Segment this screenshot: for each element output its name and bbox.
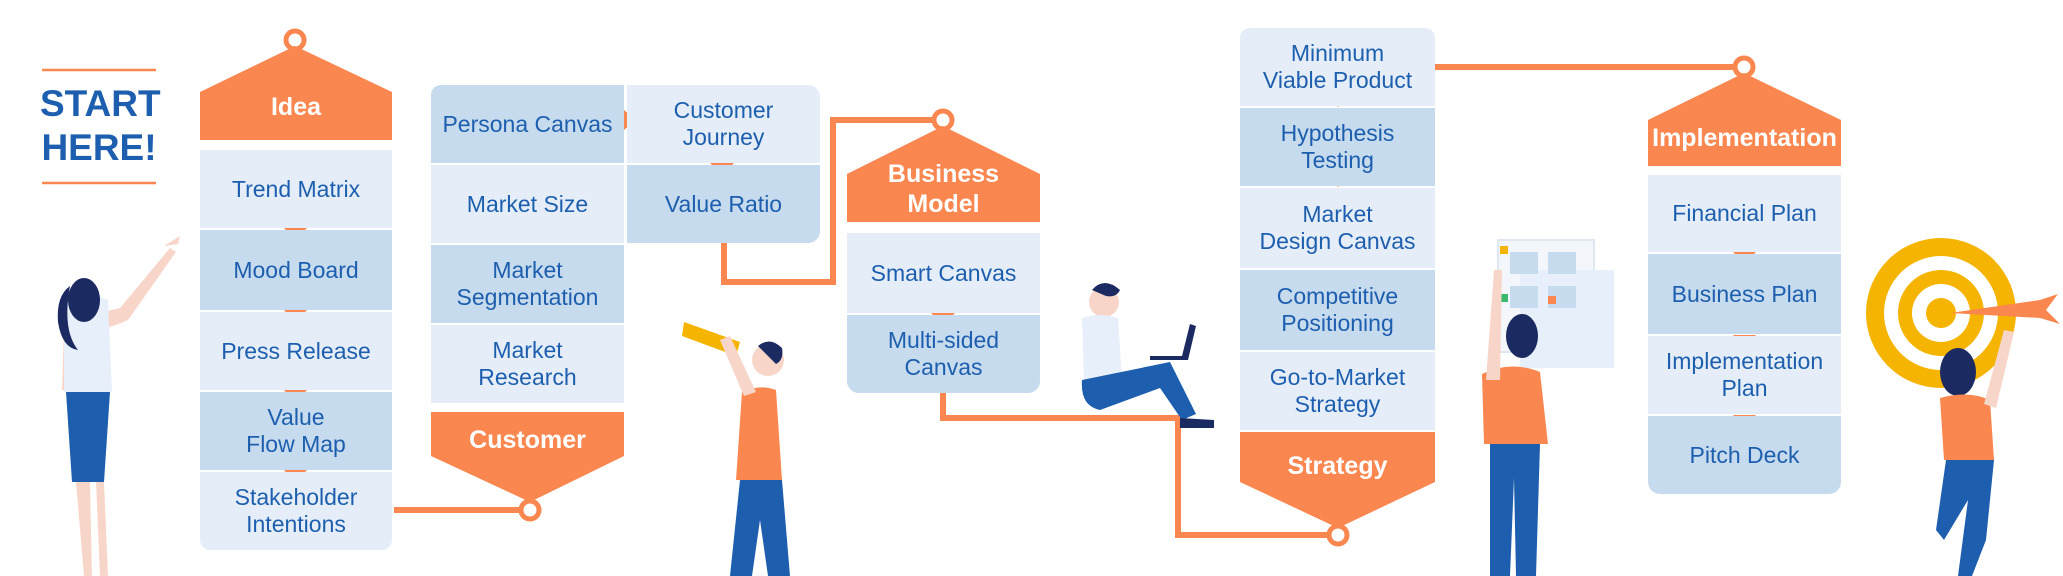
- strategy-item-hypothesis-testing: Hypothesis Testing: [1240, 108, 1435, 186]
- customer-header-shape: [431, 412, 624, 502]
- customer-header: Customer: [469, 426, 586, 454]
- laptop-person-illustration: [1081, 283, 1214, 428]
- man-telescope-illustration: [682, 322, 790, 576]
- strategy-item-go-to-market: Go-to-Market Strategy: [1240, 352, 1435, 430]
- implementation-item-business-plan: Business Plan: [1648, 254, 1841, 334]
- business-item-multi-sided-canvas: Multi-sided Canvas: [847, 315, 1040, 393]
- customer-item-market-size: Market Size: [431, 165, 624, 243]
- connector-business-strategy: [940, 392, 1338, 538]
- implementation-item-financial-plan: Financial Plan: [1648, 175, 1841, 252]
- implementation-item-pitch-deck: Pitch Deck: [1648, 416, 1841, 494]
- strategy-header-shape: [1240, 432, 1435, 528]
- business-header-shape: [847, 126, 1040, 222]
- connector-customer-business: [721, 117, 943, 285]
- customer-item-persona-canvas: Persona Canvas: [431, 85, 624, 163]
- idea-item-stakeholder-intentions: Stakeholder Intentions: [200, 472, 392, 550]
- idea-item-trend-matrix: Trend Matrix: [200, 150, 392, 228]
- woman-pointing-illustration: [57, 236, 180, 576]
- strategy-item-market-design-canvas: Market Design Canvas: [1240, 188, 1435, 268]
- idea-item-value-flow-map: Value Flow Map: [200, 392, 392, 470]
- strategy-item-mvp: Minimum Viable Product: [1240, 28, 1435, 106]
- start-here-label: START HERE!: [40, 83, 161, 168]
- customer-item-market-research: Market Research: [431, 325, 624, 403]
- strategy-header: Strategy: [1287, 452, 1388, 480]
- idea-item-mood-board: Mood Board: [200, 230, 392, 310]
- board-person-illustration: [1482, 239, 1614, 576]
- idea-item-press-release: Press Release: [200, 312, 392, 390]
- idea-header: Idea: [270, 93, 322, 121]
- idea-header-shape: [200, 46, 392, 140]
- node-strategy-bottom: [1326, 523, 1350, 547]
- implementation-header: Implementation: [1652, 124, 1837, 152]
- customer-side-item-value-ratio: Value Ratio: [627, 165, 820, 243]
- customer-side-item-customer-journey: Customer Journey: [627, 85, 820, 163]
- business-model-header: Business Model: [887, 160, 1000, 218]
- target-illustration: [1866, 238, 2060, 576]
- business-item-smart-canvas: Smart Canvas: [847, 233, 1040, 313]
- implementation-header-shape: [1648, 73, 1841, 166]
- node-customer-bottom: [518, 498, 542, 522]
- customer-item-market-segmentation: Market Segmentation: [431, 245, 624, 323]
- implementation-item-implementation-plan: Implementation Plan: [1648, 336, 1841, 414]
- strategy-item-competitive-positioning: Competitive Positioning: [1240, 270, 1435, 350]
